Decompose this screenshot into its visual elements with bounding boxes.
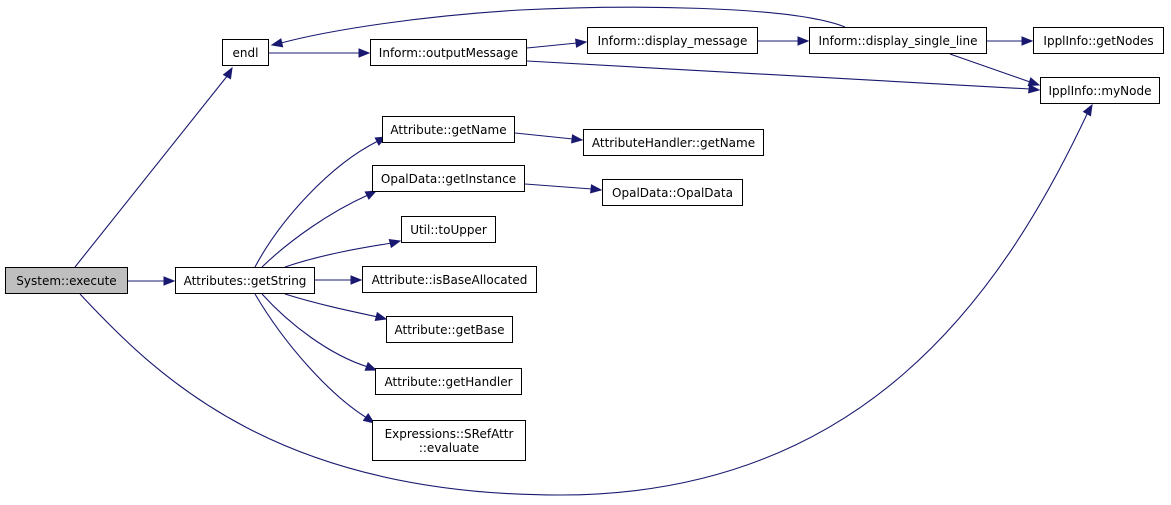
edge-getstring-evaluate bbox=[254, 293, 376, 424]
edge-execute-endl bbox=[74, 66, 233, 268]
edge-getstring-evaluate-arrowhead bbox=[362, 413, 376, 424]
node-attribute-getbase[interactable]: Attribute::getBase bbox=[386, 316, 513, 343]
edge-getstring-isbase bbox=[315, 275, 363, 285]
edge-getinstance-opaldata bbox=[524, 183, 603, 194]
node-endl[interactable]: endl bbox=[222, 39, 269, 66]
edge-getname-handlergetname-arrowhead bbox=[571, 134, 584, 144]
edge-getstring-gethandler-arrowhead bbox=[364, 361, 378, 371]
edge-endl-outputmessage-arrowhead bbox=[358, 48, 371, 58]
node-inform-display-message[interactable]: Inform::display_message bbox=[587, 27, 758, 54]
edge-output-mynode-arrowhead bbox=[1028, 84, 1041, 94]
edge-getstring-getinstance-arrowhead bbox=[364, 190, 378, 200]
node-opaldata-getinstance[interactable]: OpalData::getInstance bbox=[372, 165, 525, 192]
edge-getstring-gethandler bbox=[261, 293, 378, 371]
edge-getstring-toupper-arrowhead bbox=[388, 238, 402, 249]
node-attributes-getstring[interactable]: Attributes::getString bbox=[175, 267, 315, 294]
edge-getstring-getinstance bbox=[261, 190, 378, 268]
edge-singleline-endl-arrowhead bbox=[270, 38, 284, 48]
edge-singleline-getnodes bbox=[987, 36, 1034, 46]
node-ipplinfo-mynode[interactable]: IpplInfo::myNode bbox=[1040, 77, 1160, 104]
edge-output-mynode bbox=[526, 60, 1041, 94]
edge-endl-outputmessage bbox=[269, 48, 371, 58]
edge-output-displaymessage bbox=[526, 38, 588, 49]
edge-getstring-getbase bbox=[284, 293, 388, 322]
edge-execute-endl-arrowhead bbox=[222, 66, 233, 80]
node-util-toupper[interactable]: Util::toUpper bbox=[401, 216, 496, 243]
node-inform-display-single-line[interactable]: Inform::display_single_line bbox=[809, 27, 987, 54]
edge-getstring-toupper bbox=[284, 238, 402, 268]
edge-singleline-endl bbox=[270, 6, 846, 48]
node-inform-outputmessage[interactable]: Inform::outputMessage bbox=[370, 39, 527, 66]
edge-execute-getstring bbox=[128, 276, 176, 286]
edge-execute-getstring-arrowhead bbox=[163, 276, 176, 286]
node-attribute-getname[interactable]: Attribute::getName bbox=[382, 116, 515, 143]
edge-singleline-getnodes-arrowhead bbox=[1021, 36, 1034, 46]
edge-dispmsg-singleline-arrowhead bbox=[797, 36, 810, 46]
node-expressions-srefattr-evaluate[interactable]: Expressions::SRefAttr ::evaluate bbox=[372, 420, 526, 461]
edge-getname-handlergetname bbox=[514, 132, 584, 144]
edge-getstring-isbase-arrowhead bbox=[350, 275, 363, 285]
node-attributehandler-getname[interactable]: AttributeHandler::getName bbox=[583, 129, 764, 156]
edge-getstring-getbase-arrowhead bbox=[374, 311, 388, 322]
edge-execute-mynode bbox=[79, 103, 1093, 496]
node-attribute-gethandler[interactable]: Attribute::getHandler bbox=[375, 368, 522, 395]
edge-singleline-mynode-arrowhead bbox=[1027, 77, 1041, 87]
edge-singleline-mynode bbox=[949, 53, 1041, 87]
edge-output-displaymessage-arrowhead bbox=[575, 38, 588, 48]
edge-dispmsg-singleline bbox=[758, 36, 810, 46]
node-ipplinfo-getnodes[interactable]: IpplInfo::getNodes bbox=[1033, 27, 1164, 54]
node-system-execute: System::execute bbox=[5, 267, 128, 294]
node-attribute-isbaseallocated[interactable]: Attribute::isBaseAllocated bbox=[362, 266, 537, 293]
node-opaldata-opaldata[interactable]: OpalData::OpalData bbox=[602, 179, 743, 206]
edge-execute-mynode-arrowhead bbox=[1082, 103, 1093, 117]
edge-getinstance-opaldata-arrowhead bbox=[590, 184, 603, 194]
